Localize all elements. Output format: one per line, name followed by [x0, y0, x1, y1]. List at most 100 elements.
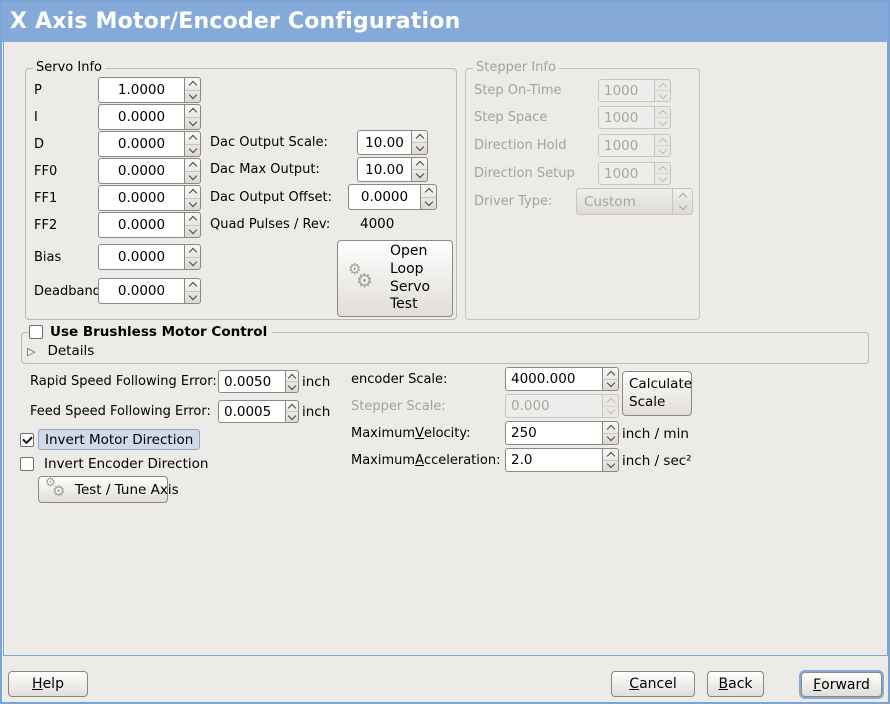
direction-hold-spinbox: 1000 [598, 134, 671, 157]
spin-up-button[interactable] [412, 131, 427, 143]
spin-up-button[interactable] [185, 78, 200, 90]
step-on-time-spinbox: 1000 [598, 79, 671, 102]
spin-input[interactable]: 0.0050 [218, 370, 285, 393]
spin-input[interactable]: 0.0000 [348, 184, 420, 210]
spin-buttons [411, 130, 428, 155]
spin-down-button[interactable] [412, 142, 427, 154]
calculate-scale-button[interactable]: Calculate Scale [622, 371, 692, 416]
brushless-frame [21, 332, 869, 364]
spin-down-button[interactable] [286, 411, 298, 422]
chevron-down-icon [287, 411, 297, 420]
spin-up-button[interactable] [412, 158, 427, 170]
spin-input[interactable]: 0.0005 [218, 400, 285, 423]
open-loop-servo-test-button[interactable]: ⚙⚙ Open Loop Servo Test [337, 240, 453, 317]
spin-input[interactable]: 250 [505, 421, 602, 445]
rapid-following-error-label: Rapid Speed Following Error: [30, 374, 217, 389]
spin-input[interactable]: 0.0000 [98, 185, 184, 211]
driver-type-label: Driver Type: [474, 194, 553, 209]
spin-down-button[interactable] [603, 459, 618, 472]
ff1-spinbox: 0.0000 [98, 185, 201, 211]
use-brushless-control[interactable]: Use Brushless Motor Control [29, 324, 273, 340]
spin-up-button[interactable] [603, 368, 618, 379]
spin-down-button[interactable] [185, 89, 200, 103]
invert-encoder-direction-label[interactable]: Invert Encoder Direction [44, 455, 209, 472]
spin-down-button[interactable] [185, 143, 200, 157]
spin-up-button[interactable] [421, 185, 436, 197]
spin-down-button[interactable] [185, 224, 200, 238]
chevron-down-icon [658, 145, 667, 154]
p-label: P [34, 82, 42, 98]
spin-down-button[interactable] [412, 169, 427, 181]
spin-down-button [655, 173, 670, 184]
spin-up-button[interactable] [603, 449, 618, 460]
spin-input[interactable]: 10.00 [357, 157, 411, 182]
chevron-up-icon [415, 160, 424, 170]
servo-row-ff0: FF0 [34, 158, 98, 184]
chevron-down-icon [188, 257, 197, 266]
encoder-scale-label: encoder Scale: [351, 372, 448, 387]
spin-input[interactable]: 0.0000 [98, 131, 184, 157]
spin-down-button[interactable] [603, 378, 618, 391]
spin-down-button[interactable] [603, 432, 618, 445]
spin-down-button[interactable] [185, 197, 200, 211]
test-tune-axis-label: Test / Tune Axis [75, 481, 179, 498]
spin-down-button[interactable] [185, 290, 200, 304]
invert-motor-direction-label[interactable]: Invert Motor Direction [38, 429, 201, 450]
spin-input[interactable]: 0.0000 [98, 278, 184, 304]
spin-up-button[interactable] [185, 105, 200, 117]
servo-row-ff1: FF1 [34, 185, 98, 211]
spin-down-button[interactable] [185, 116, 200, 130]
use-brushless-checkbox[interactable] [29, 325, 43, 339]
spin-up-button[interactable] [185, 213, 200, 225]
spin-down-button [603, 405, 618, 418]
spin-up-button[interactable] [185, 245, 200, 257]
details-expander[interactable]: ▷ Details [27, 343, 94, 359]
spin-buttons [602, 421, 619, 445]
spin-up-button[interactable] [185, 279, 200, 291]
spin-up-button[interactable] [185, 159, 200, 171]
spin-up-button[interactable] [286, 401, 298, 412]
spin-down-button[interactable] [286, 381, 298, 392]
spin-input[interactable]: 0.0000 [98, 212, 184, 238]
spin-input[interactable]: 0.0000 [98, 158, 184, 184]
dac-output-offset-spinbox: 0.0000 [348, 184, 437, 210]
spin-up-button[interactable] [603, 422, 618, 433]
spin-up-button [655, 163, 670, 174]
bias-label: Bias [34, 249, 62, 265]
spin-up-button [655, 135, 670, 146]
max-velocity-unit-label: inch / min [622, 425, 689, 442]
spin-up-button[interactable] [286, 371, 298, 382]
spin-up-button[interactable] [185, 186, 200, 198]
chevron-down-icon [606, 406, 615, 415]
chevron-up-icon [188, 162, 197, 171]
spin-input[interactable]: 1.0000 [98, 77, 184, 103]
spin-down-button[interactable] [421, 196, 436, 210]
invert-encoder-checkbox[interactable] [20, 457, 34, 471]
spin-input[interactable]: 0.0000 [98, 244, 184, 270]
spin-down-button[interactable] [185, 170, 200, 184]
spin-up-button[interactable] [185, 132, 200, 144]
spin-input[interactable]: 4000.000 [505, 367, 602, 391]
spin-down-button[interactable] [185, 256, 200, 270]
combobox-value: Custom [584, 193, 636, 210]
direction-setup-spinbox: 1000 [598, 162, 671, 185]
page-title: X Axis Motor/Encoder Configuration [10, 8, 461, 34]
spin-down-button [655, 117, 670, 128]
spin-input[interactable]: 10.00 [357, 130, 411, 155]
test-tune-axis-button[interactable]: ⚙⚙ Test / Tune Axis [38, 475, 179, 503]
spin-input[interactable]: 0.0000 [98, 104, 184, 130]
spin-input: 1000 [598, 79, 654, 102]
spin-input[interactable]: 2.0 [505, 448, 602, 472]
p-spinbox: 1.0000 [98, 77, 201, 103]
invert-motor-checkbox[interactable] [20, 433, 34, 447]
quad-pulses-label: Quad Pulses / Rev: [210, 216, 331, 232]
stepper-scale-label: Stepper Scale: [351, 399, 446, 414]
chevron-down-icon [287, 381, 297, 390]
